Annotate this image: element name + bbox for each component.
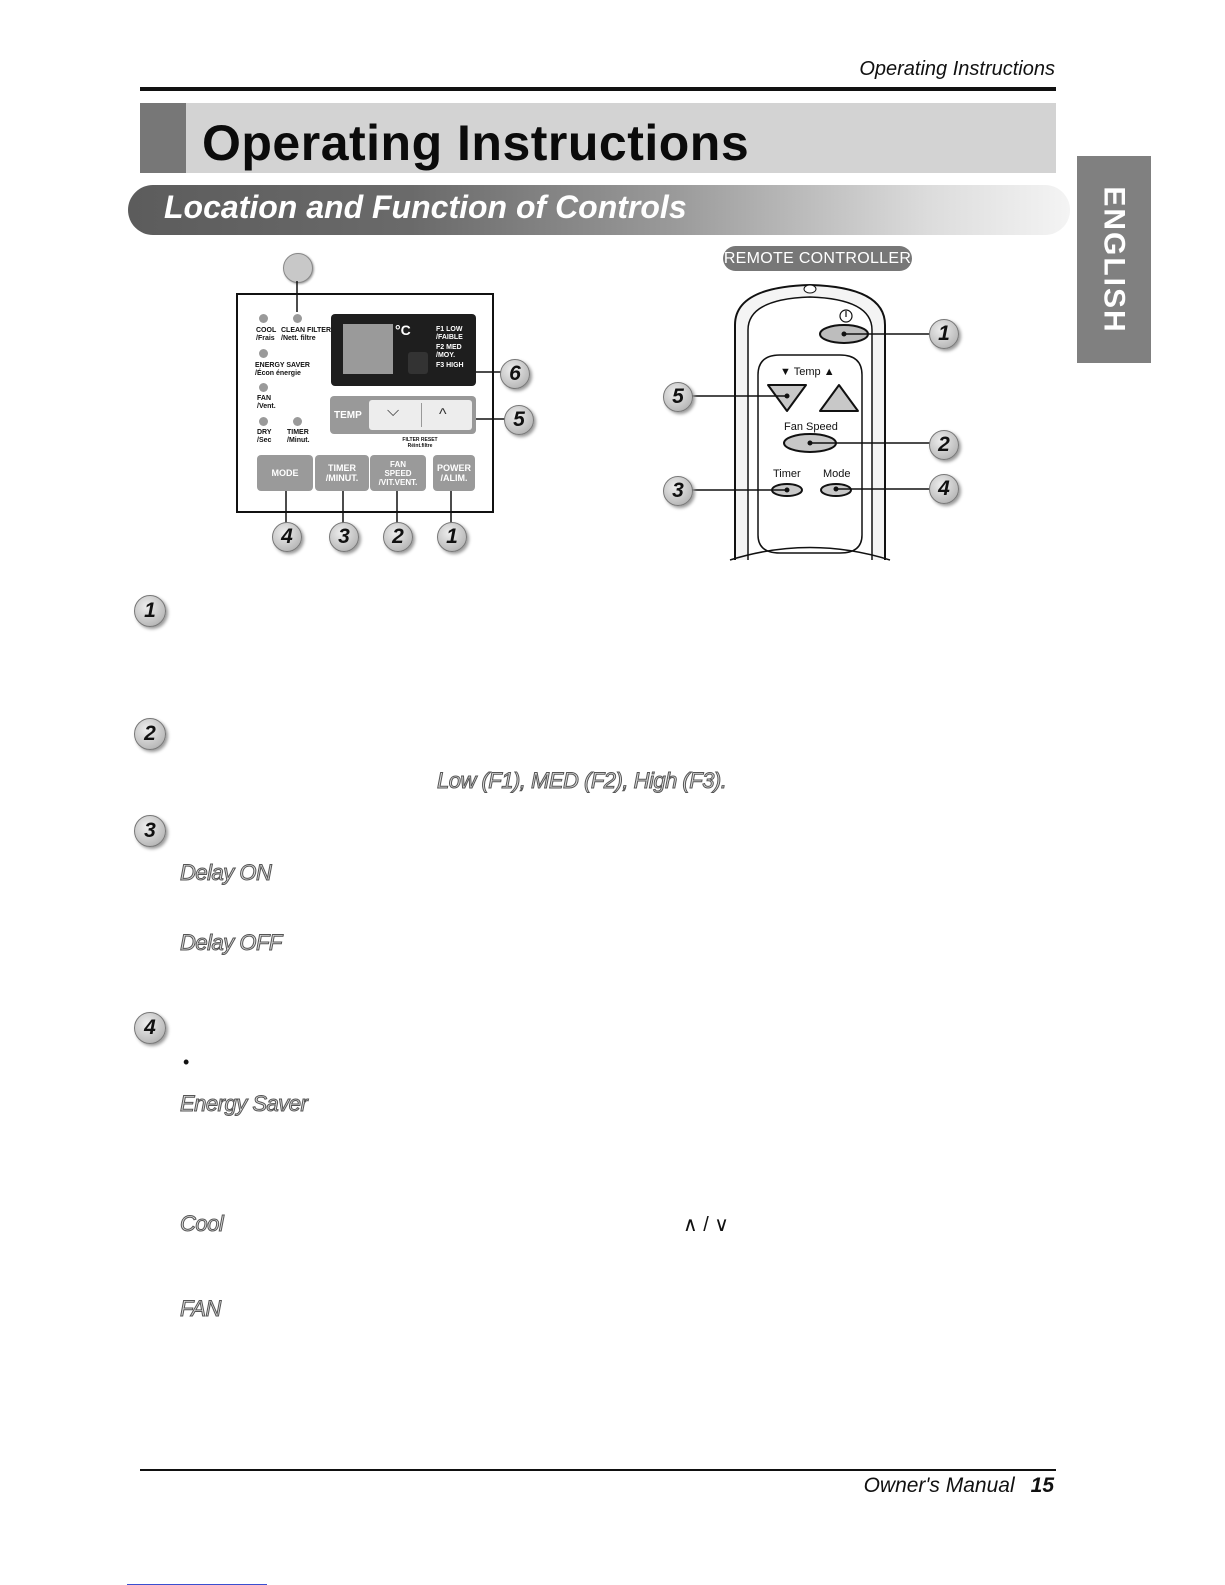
f2-label: F2 MED /MOY. — [436, 344, 462, 359]
remote-mode-label: Mode — [823, 468, 851, 480]
page-number: 15 — [1030, 1474, 1054, 1497]
temp-separator — [421, 403, 422, 427]
remote-callout-5: 5 — [663, 382, 693, 412]
delay-off-label: Delay OFF — [180, 930, 283, 956]
timer-button[interactable]: TIMER /MINUT. — [315, 455, 369, 491]
energy-saver-indicator-label: ENERGY SAVER /Écon énergie — [255, 362, 310, 377]
button-divider — [369, 460, 370, 488]
fan-label: FAN — [180, 1296, 222, 1322]
temp-up-button[interactable]: ^ — [439, 406, 447, 423]
up-down-arrows: ∧ / ∨ — [683, 1214, 729, 1236]
energy-saver-label: Energy Saver — [179, 1091, 308, 1117]
remote-callout-4: 4 — [929, 474, 959, 504]
fan-speeds-text: Low (F1), MED (F2), High (F3). — [436, 768, 727, 794]
item-marker-3: 3 — [134, 815, 166, 847]
callout-6: 6 — [500, 359, 530, 389]
item-marker-1: 1 — [134, 595, 166, 627]
callout-2: 2 — [383, 522, 413, 552]
callout-clean-filter — [283, 253, 313, 283]
footer-rule — [140, 1469, 1056, 1471]
delay-on-label: Delay ON — [179, 860, 272, 886]
cool-indicator-label: COOL /Frais — [256, 327, 277, 342]
cool-led — [259, 314, 268, 323]
footer: Owner's Manual 15 — [780, 1474, 1054, 1498]
timer-led — [293, 417, 302, 426]
filter-reset-label: FILTER RESET Réint.filtre — [402, 437, 438, 449]
language-tab — [1077, 156, 1151, 363]
mode-button[interactable]: MODE — [257, 455, 313, 491]
display-segment — [343, 324, 393, 374]
section-bar — [128, 185, 1070, 235]
callout-1: 1 — [437, 522, 467, 552]
button-divider — [314, 460, 315, 488]
f1-label: F1 LOW /FAIBLE — [436, 326, 463, 341]
temp-label: TEMP — [334, 410, 362, 421]
celsius-unit: °C — [395, 322, 411, 338]
remote-controller-badge: REMOTE CONTROLLER — [723, 246, 912, 271]
item-marker-2: 2 — [134, 718, 166, 750]
callout-4: 4 — [272, 522, 302, 552]
remote-callout-1: 1 — [929, 319, 959, 349]
dry-led — [259, 417, 268, 426]
clean-filter-indicator-label: CLEAN FILTER /Nett. filtre — [281, 327, 332, 342]
dry-indicator-label: DRY /Sec — [257, 429, 272, 444]
callout-3: 3 — [329, 522, 359, 552]
header-rule — [140, 87, 1056, 91]
title-tab — [140, 103, 186, 173]
timer-indicator-label: TIMER /Minut. — [287, 429, 310, 444]
remote-callout-3: 3 — [663, 476, 693, 506]
footer-manual: Owner's Manual — [863, 1474, 1015, 1497]
callout-5: 5 — [504, 405, 534, 435]
temp-keys — [369, 400, 472, 430]
section-title: Location and Function of Controls — [164, 189, 687, 225]
fan-indicator-label: FAN /Vent. — [257, 395, 276, 410]
running-header: Operating Instructions — [859, 58, 1055, 80]
energy-saver-led — [259, 349, 268, 358]
remote-controller-drawing — [688, 283, 930, 561]
temp-down-button[interactable]: ⌵ — [387, 403, 400, 420]
clean-filter-led — [293, 314, 302, 323]
remote-fan-speed-label: Fan Speed — [784, 421, 838, 433]
remote-callout-2: 2 — [929, 430, 959, 460]
language-tab-label: ENGLISH — [1098, 185, 1132, 334]
bullet: • — [183, 1052, 190, 1072]
remote-timer-label: Timer — [773, 468, 801, 480]
title-band — [140, 103, 1056, 173]
display-indicator — [408, 352, 428, 374]
page-title: Operating Instructions — [202, 115, 750, 171]
control-panel — [236, 293, 494, 513]
cool-label: Cool — [179, 1211, 224, 1237]
f3-label: F3 HIGH — [436, 362, 464, 369]
fan-speed-button[interactable]: FAN SPEED /VIT.VENT. — [370, 455, 426, 491]
remote-temp-label: ▼ Temp ▲ — [780, 366, 835, 378]
fan-led — [259, 383, 268, 392]
item-marker-4: 4 — [134, 1012, 166, 1044]
power-button[interactable]: POWER /ALIM. — [433, 455, 475, 491]
